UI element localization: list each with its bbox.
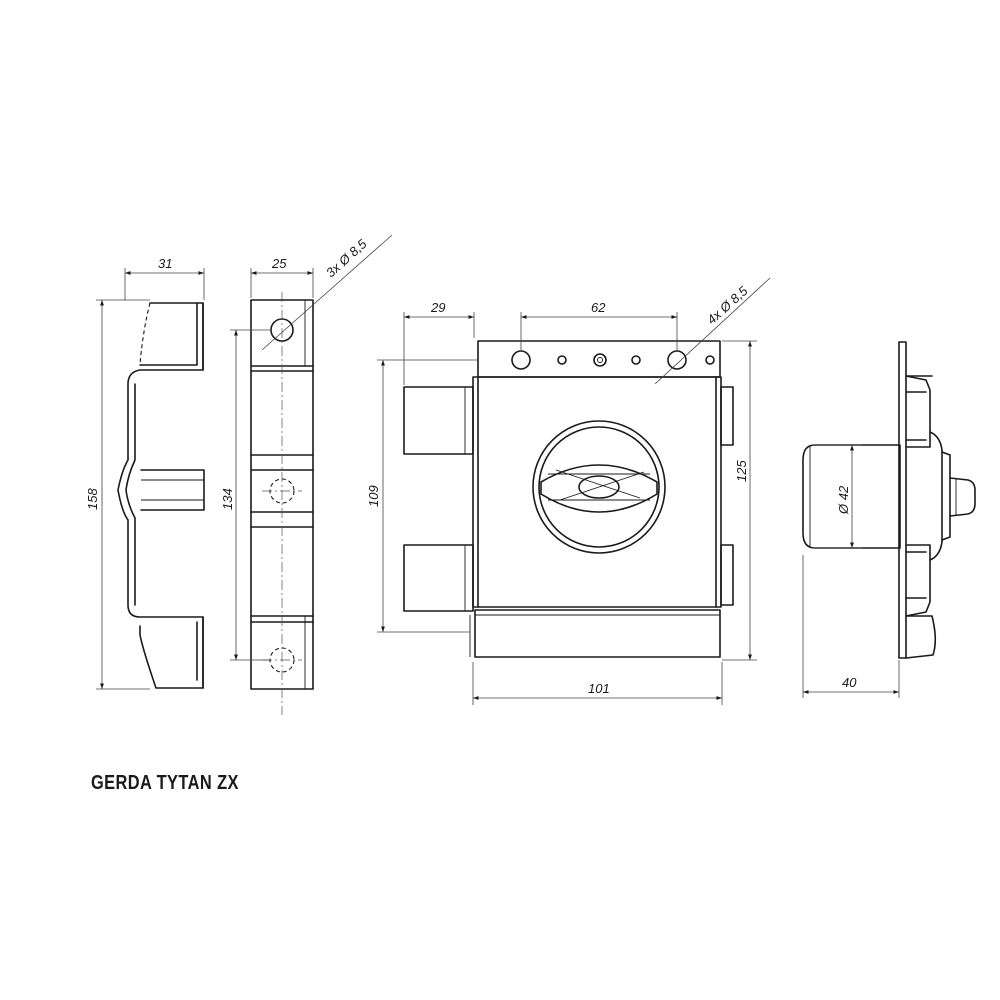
dim-body-width: 101 — [588, 681, 610, 696]
dim-plate-holes: 3x Ø 8,5 — [323, 236, 370, 281]
lock-body-view: 29 62 4x Ø 8,5 109 125 101 — [366, 277, 771, 705]
product-title: GERDA TYTAN ZX — [91, 772, 239, 794]
dim-side-depth: 40 — [842, 675, 857, 690]
dim-cylinder-diameter: Ø 42 — [836, 485, 851, 515]
dim-body-height: 109 — [366, 485, 381, 507]
strike-profile-view: 31 158 — [85, 256, 205, 690]
dim-bolt-offset: 29 — [430, 300, 445, 315]
dim-hole-spacing: 62 — [591, 300, 606, 315]
lock-side-view: Ø 42 40 — [802, 341, 976, 698]
mounting-plate-view: 25 134 3x Ø 8,5 — [220, 234, 393, 715]
dim-body-holes: 4x Ø 8,5 — [704, 283, 751, 328]
dim-strike-height: 158 — [85, 488, 100, 510]
dim-total-height: 125 — [734, 460, 749, 482]
dim-strike-width: 31 — [158, 256, 172, 271]
dim-plate-width: 25 — [271, 256, 287, 271]
dim-plate-height: 134 — [220, 488, 235, 510]
